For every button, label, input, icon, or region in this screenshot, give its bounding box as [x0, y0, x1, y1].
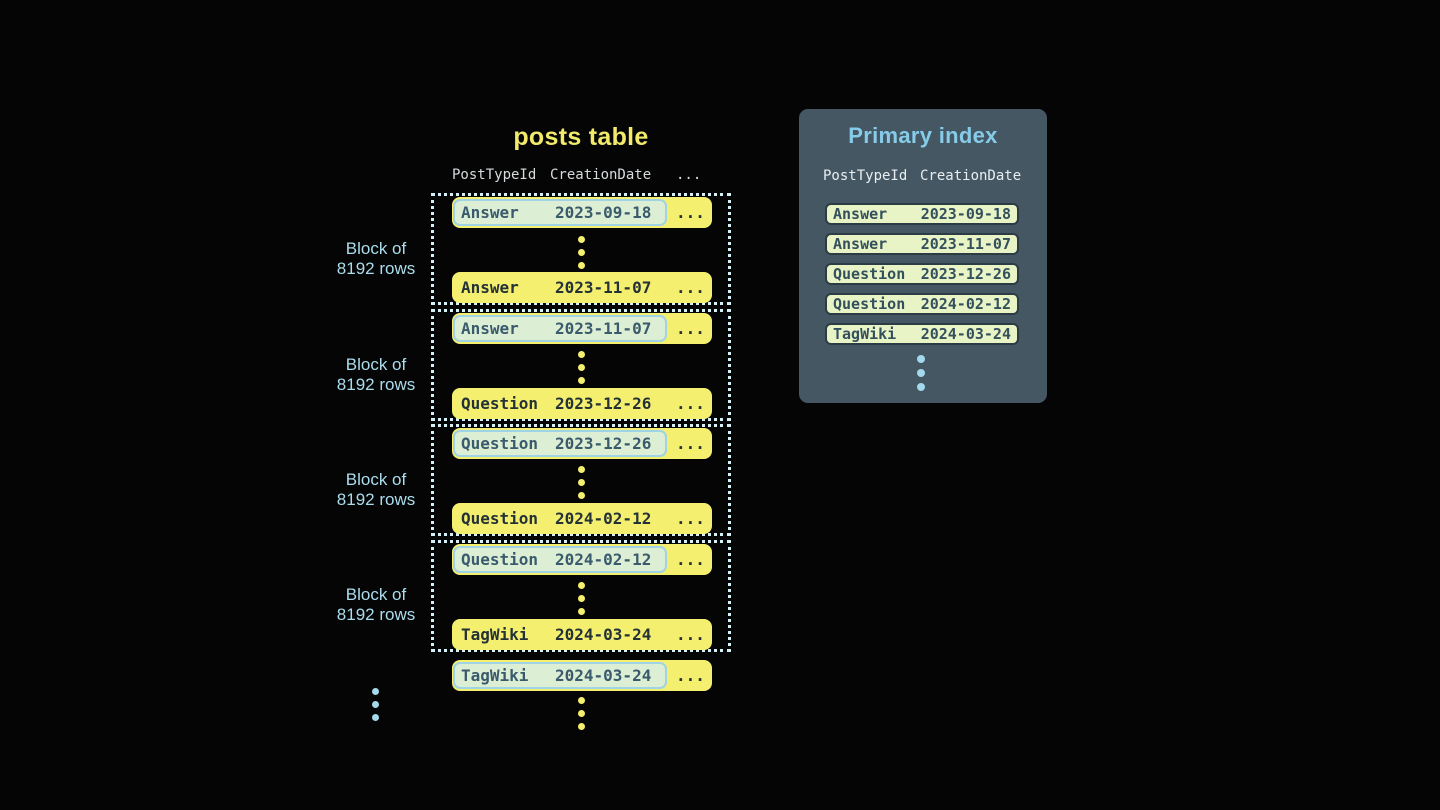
index-highlight-box: [453, 430, 667, 457]
cell-ellipsis: ...: [676, 394, 705, 413]
cell-posttypeid: Answer: [461, 203, 519, 222]
primary-index-panel: [799, 109, 1047, 403]
cell-ellipsis: ...: [676, 434, 705, 453]
index-highlight-box: [453, 315, 667, 342]
index-entry: Question 2023-12-26: [825, 263, 1019, 285]
block-label-line2: 8192 rows: [336, 259, 416, 278]
index-entry: Answer 2023-11-07: [825, 233, 1019, 255]
column-header-ellipsis: ...: [676, 167, 702, 183]
block-2-border: [431, 309, 731, 421]
cell-posttypeid: TagWiki: [461, 625, 529, 644]
cell-creationdate: 2023-09-18: [555, 203, 652, 222]
index-entry: Question 2024-02-12: [825, 293, 1019, 315]
column-header-creationdate: CreationDate: [920, 168, 1022, 184]
cell-creationdate: 2023-11-07: [920, 235, 1011, 253]
index-entry: TagWiki 2024-03-24: [825, 323, 1019, 345]
cell-creationdate: 2024-03-24: [920, 325, 1011, 343]
block-2-label: Block of 8192 rows: [306, 355, 446, 395]
cell-posttypeid: Question: [461, 434, 539, 453]
cell-creationdate: 2023-09-18: [920, 205, 1011, 223]
block-1-label: Block of 8192 rows: [306, 239, 446, 279]
table-row: Question 2023-12-26 ...: [452, 428, 712, 459]
index-highlight-box: [453, 199, 667, 226]
column-header-creationdate: CreationDate: [550, 167, 652, 183]
index-entry: Answer 2023-09-18: [825, 203, 1019, 225]
cell-creationdate: 2023-12-26: [920, 265, 1011, 283]
cell-ellipsis: ...: [676, 625, 705, 644]
block-1-border: [431, 193, 731, 305]
cell-creationdate: 2023-11-07: [555, 319, 652, 338]
vertical-ellipsis-icon: [578, 582, 586, 621]
index-highlight-box: [453, 662, 667, 689]
table-row: Question 2024-02-12 ...: [452, 503, 712, 534]
block-label-line1: Block of: [345, 470, 407, 489]
vertical-ellipsis-icon: [578, 697, 586, 736]
cell-creationdate: 2024-03-24: [555, 625, 652, 644]
block-label-line2: 8192 rows: [336, 605, 416, 624]
block-label-line1: Block of: [345, 239, 407, 258]
cell-creationdate: 2023-11-07: [555, 278, 652, 297]
table-row: Question 2024-02-12 ...: [452, 544, 712, 575]
cell-posttypeid: Answer: [833, 205, 888, 223]
posts-table-title: posts table: [513, 123, 649, 151]
cell-posttypeid: Question: [833, 295, 906, 313]
block-label-line1: Block of: [345, 585, 407, 604]
cell-ellipsis: ...: [676, 203, 705, 222]
block-4-border: [431, 540, 731, 652]
column-header-posttypeid: PostTypeId: [823, 168, 908, 184]
vertical-ellipsis-icon: [917, 355, 925, 397]
cell-creationdate: 2024-03-24: [555, 666, 652, 685]
vertical-ellipsis-icon: [578, 466, 586, 505]
table-row: Question 2023-12-26 ...: [452, 388, 712, 419]
table-row: Answer 2023-11-07 ...: [452, 313, 712, 344]
table-row: TagWiki 2024-03-24 ...: [452, 619, 712, 650]
cell-ellipsis: ...: [676, 509, 705, 528]
block-3-label: Block of 8192 rows: [306, 470, 446, 510]
cell-posttypeid: TagWiki: [833, 325, 897, 343]
block-4-label: Block of 8192 rows: [306, 585, 446, 625]
cell-posttypeid: Answer: [461, 278, 519, 297]
table-row: TagWiki 2024-03-24 ...: [452, 660, 712, 691]
block-label-line2: 8192 rows: [336, 490, 416, 509]
cell-ellipsis: ...: [676, 550, 705, 569]
index-highlight-box: [453, 546, 667, 573]
block-label-line1: Block of: [345, 355, 407, 374]
cell-posttypeid: TagWiki: [461, 666, 529, 685]
table-row: Answer 2023-11-07 ...: [452, 272, 712, 303]
cell-posttypeid: Answer: [461, 319, 519, 338]
cell-posttypeid: Question: [833, 265, 906, 283]
primary-index-title: Primary index: [848, 123, 998, 148]
cell-ellipsis: ...: [676, 278, 705, 297]
table-row: Answer 2023-09-18 ...: [452, 197, 712, 228]
block-label-line2: 8192 rows: [336, 375, 416, 394]
cell-ellipsis: ...: [676, 319, 705, 338]
cell-posttypeid: Question: [461, 550, 539, 569]
block-3-border: [431, 424, 731, 536]
column-header-posttypeid: PostTypeId: [452, 167, 537, 183]
cell-creationdate: 2023-12-26: [555, 394, 652, 413]
cell-creationdate: 2023-12-26: [555, 434, 652, 453]
vertical-ellipsis-icon: [578, 351, 586, 390]
cell-ellipsis: ...: [676, 666, 705, 685]
vertical-ellipsis-icon: [578, 236, 586, 275]
cell-posttypeid: Question: [461, 509, 539, 528]
vertical-ellipsis-icon: [372, 688, 380, 727]
cell-creationdate: 2024-02-12: [555, 509, 652, 528]
cell-creationdate: 2024-02-12: [920, 295, 1011, 313]
cell-posttypeid: Question: [461, 394, 539, 413]
cell-posttypeid: Answer: [833, 235, 888, 253]
cell-creationdate: 2024-02-12: [555, 550, 652, 569]
